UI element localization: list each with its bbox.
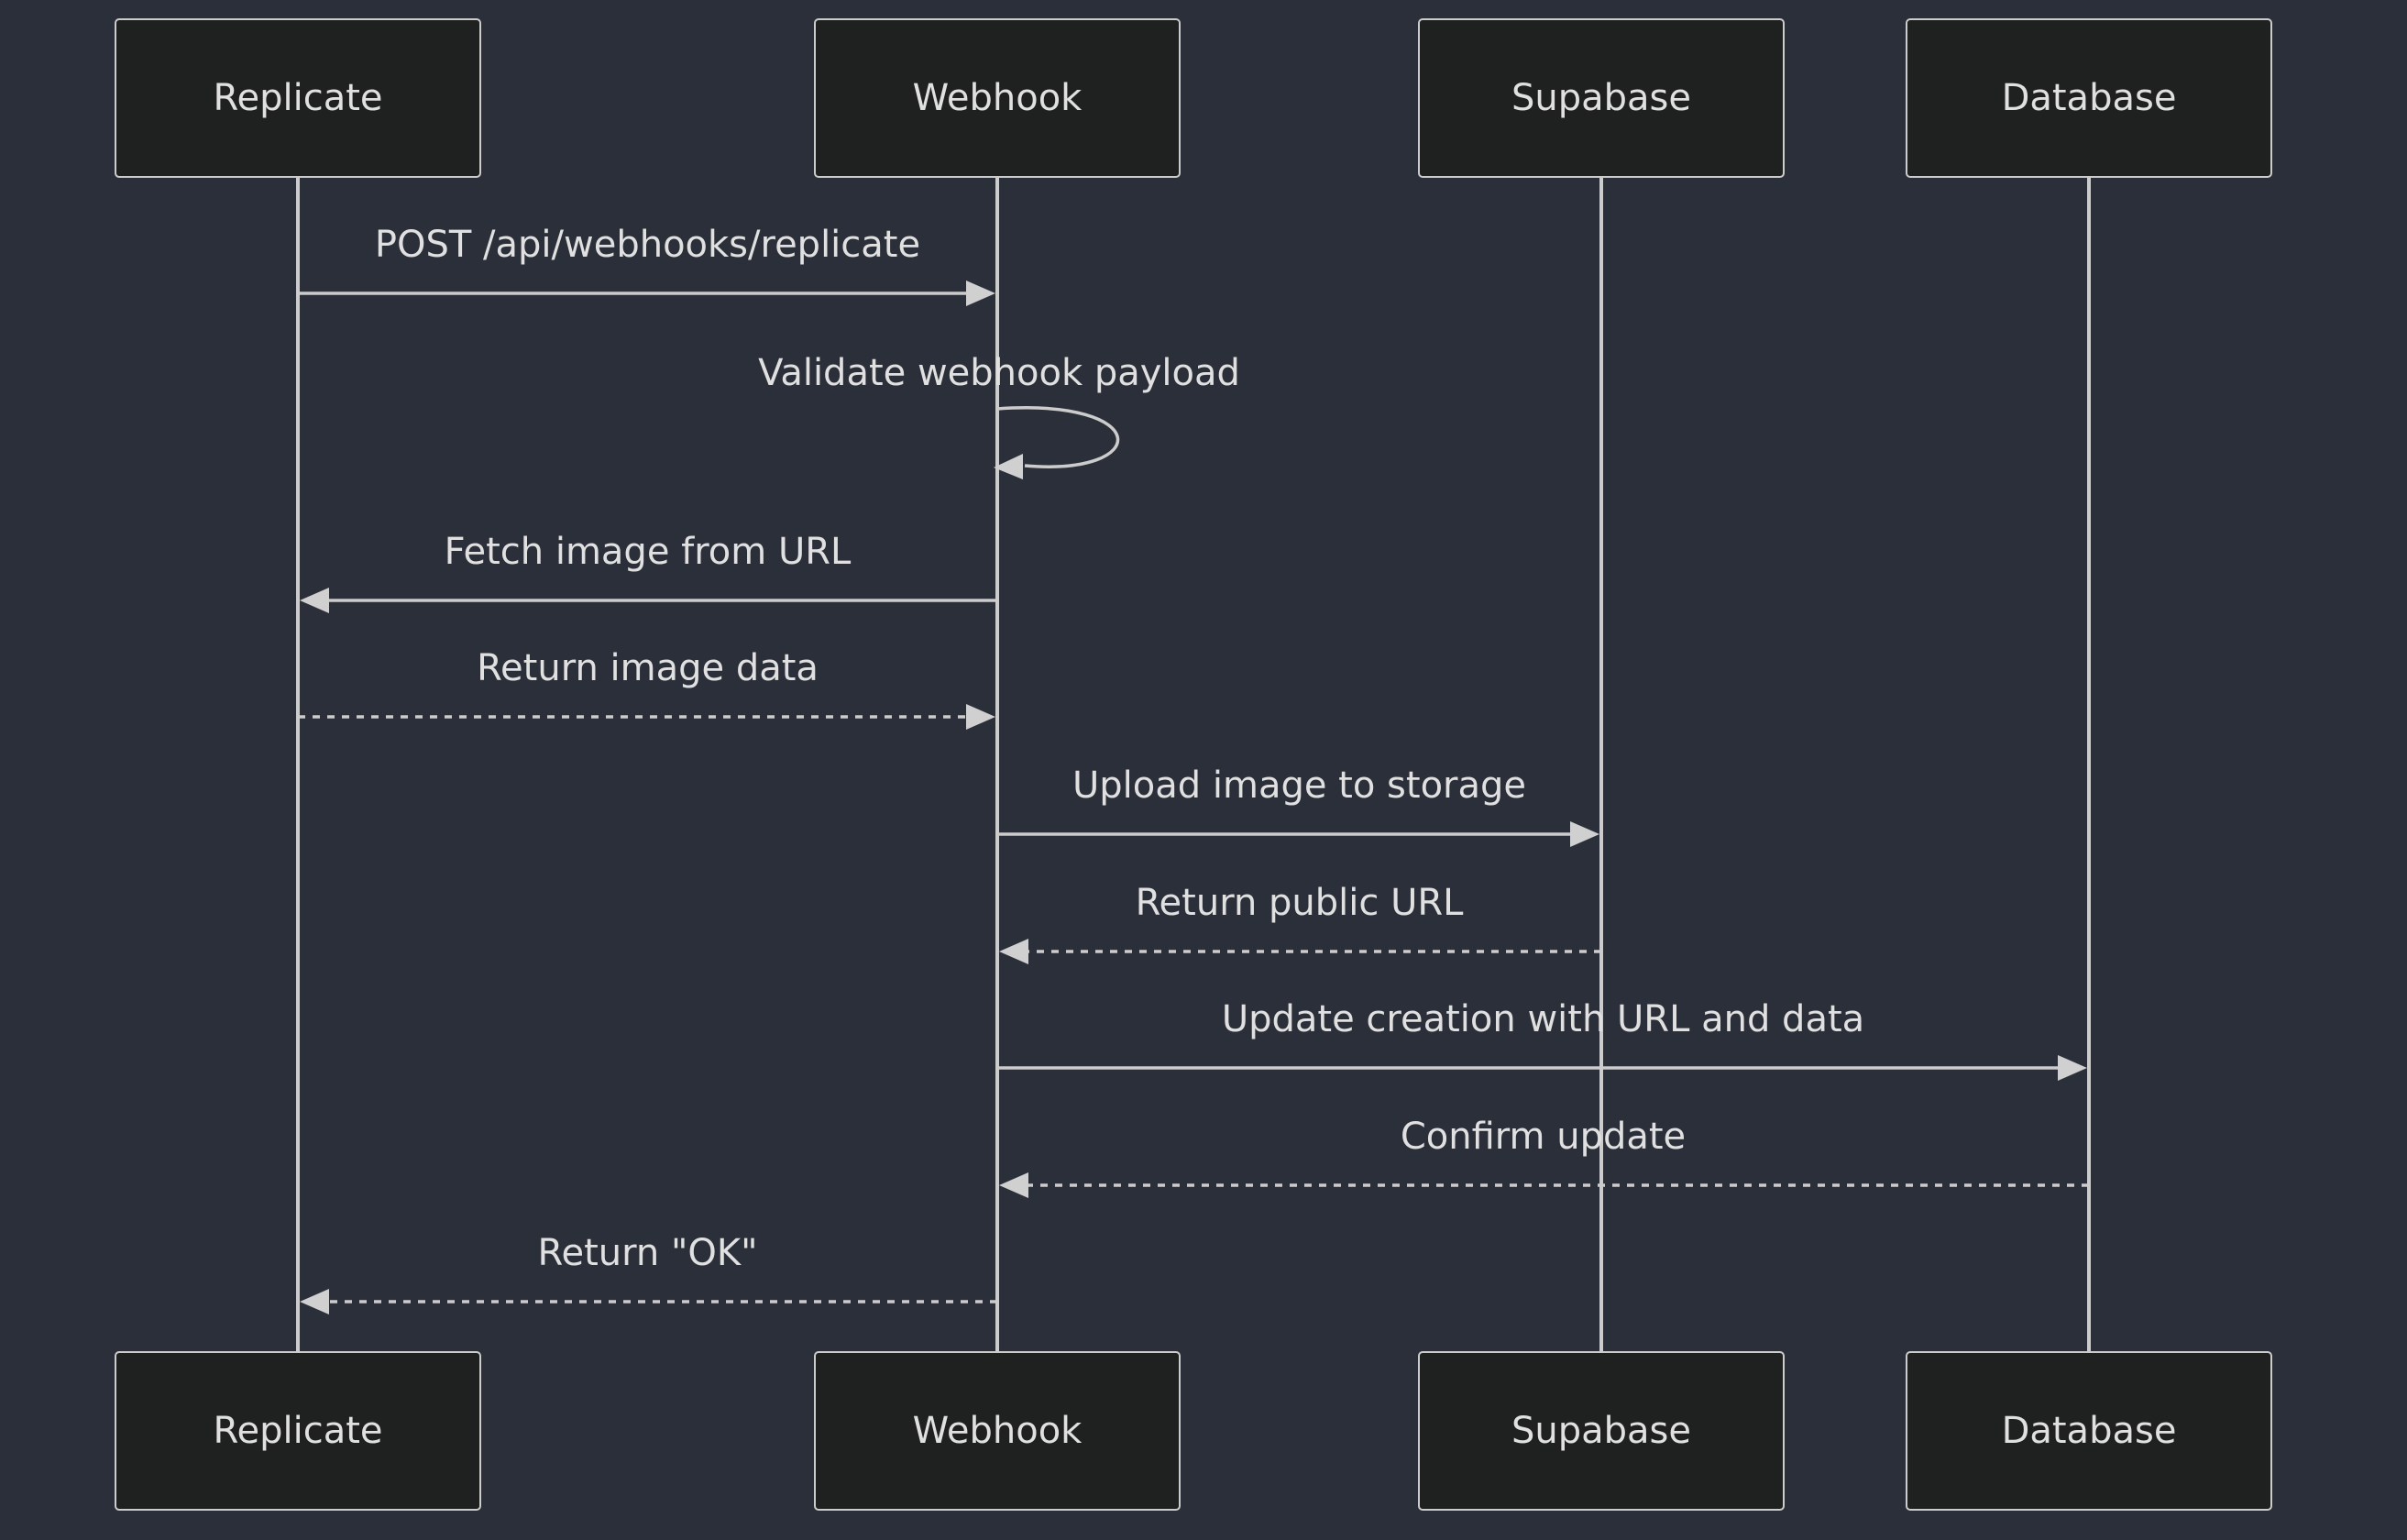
arrowhead [1570,821,1599,847]
message-4: Return image data [298,647,995,730]
actor-database-bottom: Database [1906,1351,2272,1511]
message-line [996,406,1119,468]
message-label: Validate webhook payload [758,352,1240,394]
actor-box [814,1351,1181,1511]
actor-supabase-top: Supabase [1418,18,1785,178]
actor-webhook-bottom: Webhook [814,1351,1181,1511]
arrowhead [994,454,1023,479]
actor-box [115,18,481,178]
actor-replicate-bottom: Replicate [115,1351,481,1511]
message-5: Upload image to storage [997,764,1599,847]
actor-database-top: Database [1906,18,2272,178]
message-7: Update creation with URL and data [997,998,2087,1081]
actor-label: Webhook [913,1410,1083,1452]
message-label: Return image data [477,647,819,689]
arrowhead [999,1172,1028,1198]
actor-box [1418,1351,1785,1511]
actor-box [115,1351,481,1511]
actor-label: Supabase [1511,1410,1691,1452]
actor-label: Database [2002,77,2177,119]
message-8: Confirm update [999,1116,2089,1198]
actor-box [814,18,1181,178]
message-label: Upload image to storage [1072,764,1526,807]
actor-box [1906,18,2272,178]
arrowhead [966,704,995,730]
lifelines [296,177,2091,1352]
actor-supabase-bottom: Supabase [1418,1351,1785,1511]
message-label: Return public URL [1136,882,1465,924]
message-label: POST /api/webhooks/replicate [375,224,920,266]
message-3: Fetch image from URL [300,531,997,613]
message-label: Confirm update [1401,1116,1686,1158]
message-label: Update creation with URL and data [1222,998,1864,1040]
actor-webhook-top: Webhook [814,18,1181,178]
arrowhead [999,939,1028,964]
actor-label: Webhook [913,77,1083,119]
actor-replicate-top: Replicate [115,18,481,178]
message-9: Return "OK" [300,1232,997,1314]
arrowhead [966,280,995,306]
message-6: Return public URL [999,882,1601,964]
actor-label: Database [2002,1410,2177,1452]
message-label: Return "OK" [538,1232,758,1274]
arrowhead [300,1289,329,1314]
actor-box [1906,1351,2272,1511]
actors: ReplicateReplicateWebhookWebhookSupabase… [115,18,2272,1511]
actor-label: Supabase [1511,77,1691,119]
message-1: POST /api/webhooks/replicate [298,224,995,306]
actor-label: Replicate [213,1410,382,1452]
arrowhead [2058,1055,2087,1081]
arrowhead [300,588,329,613]
actor-box [1418,18,1785,178]
message-2: Validate webhook payload [758,352,1240,479]
actor-label: Replicate [213,77,382,119]
message-label: Fetch image from URL [445,531,852,573]
